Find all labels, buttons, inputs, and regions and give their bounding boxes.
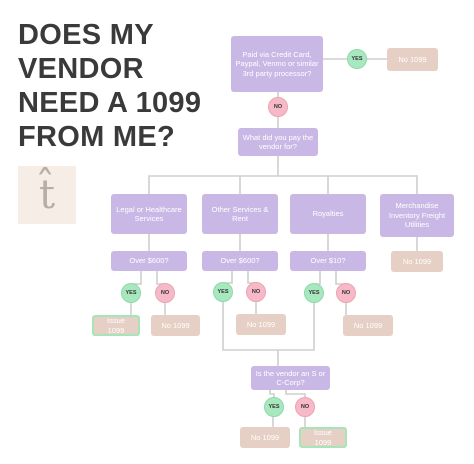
decision-over-10-royalties: Over $10? [290,251,366,271]
yes-badge-corp: YES [264,397,284,417]
result-no-1099-processor: No 1099 [387,48,438,71]
title-line-3: NEED A 1099 [18,87,202,119]
result-no-1099-merchandise: No 1099 [391,251,443,272]
category-other-services-rent: Other Services & Rent [202,194,278,234]
decision-what-paid-for: What did you pay the vendor for? [238,128,318,156]
decision-paid-via-processor: Paid via Credit Card, Paypal, Venmo or s… [231,36,323,92]
yes-badge-legal: YES [121,283,141,303]
result-no-1099-corp: No 1099 [240,427,290,448]
no-badge-processor: NO [268,97,288,117]
no-badge-legal: NO [155,283,175,303]
category-legal-healthcare: Legal or Healthcare Services [111,194,187,234]
yes-badge-royalties: YES [304,283,324,303]
title-line-4: FROM ME? [18,121,176,153]
no-badge-corp: NO [295,397,315,417]
connector-corp-no [285,390,306,397]
decision-s-or-c-corp: Is the vendor an S or C-Corp? [251,366,330,390]
connector-branch-bar [148,175,418,194]
category-merchandise-inventory: Merchandise Inventory Freight Utilities [380,194,454,237]
category-royalties: Royalties [290,194,366,234]
connector-corp-yes [269,390,275,397]
decision-over-600-legal: Over $600? [111,251,187,271]
result-issue-1099-non-corp: Issue 1099 [299,427,347,448]
title-line-1: DOES MY [18,19,154,51]
decision-over-600-other: Over $600? [202,251,278,271]
page-title: DOES MY VENDOR NEED A 1099 FROM ME? [18,18,201,154]
yes-badge-other: YES [213,282,233,302]
title-line-2: VENDOR [18,53,144,85]
connector-yes-to-corp-left [222,300,279,366]
brand-logo: t̂ [18,166,76,224]
result-no-1099-legal: No 1099 [151,315,200,336]
connector-yes-to-corp-right [278,303,315,351]
no-badge-royalties: NO [336,283,356,303]
result-no-1099-royalties: No 1099 [343,315,393,336]
no-badge-other: NO [246,282,266,302]
result-issue-1099-legal: Issue 1099 [92,315,140,336]
logo-glyph: t̂ [38,172,56,218]
result-no-1099-other: No 1099 [236,314,286,335]
yes-badge-processor: YES [347,49,367,69]
